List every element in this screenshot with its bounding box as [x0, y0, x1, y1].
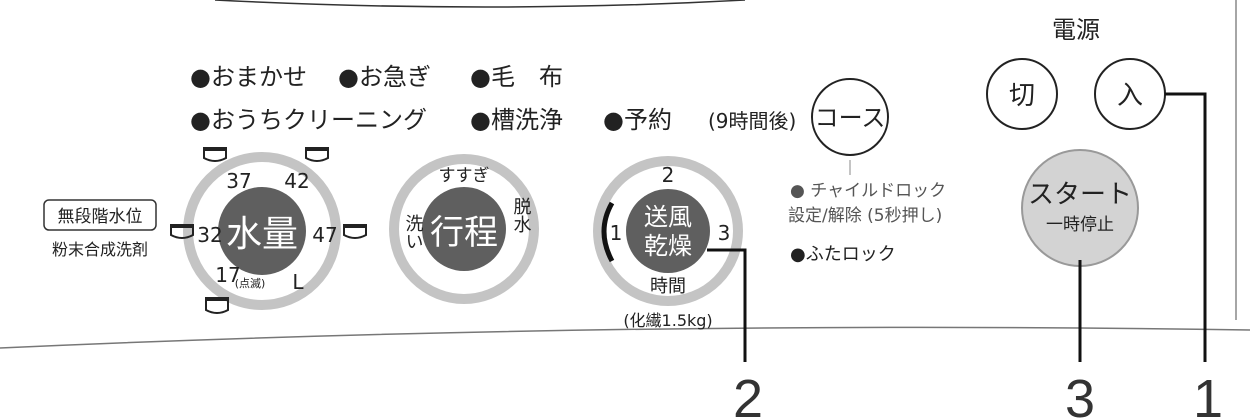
tub-icon — [343, 226, 367, 239]
dry-time-2: 2 — [662, 163, 675, 187]
power-off-label: 切 — [1009, 81, 1035, 111]
water-dial-label: 水量 — [226, 214, 298, 255]
tub-icon — [205, 297, 229, 300]
callout-number-1: 1 — [1193, 369, 1223, 420]
air-dry-dial[interactable]: 送風 乾燥 — [593, 156, 743, 306]
panel-top-edge — [214, 0, 746, 8]
dry-synthetic-note: (化繊1.5kg) — [623, 311, 712, 330]
power-off-button[interactable]: 切 — [986, 58, 1058, 130]
process-dial-center[interactable] — [422, 187, 506, 271]
lid-lock-label: ●ふたロック — [790, 244, 896, 265]
course-button-label: コース — [815, 104, 886, 132]
power-title: 電源 — [1052, 16, 1100, 44]
mode-ouchi-cleaning: ●おうちクリーニング — [190, 106, 427, 134]
dry-hours-label: 時間 — [650, 276, 686, 297]
water-level-17: 17 — [215, 263, 240, 287]
process-wash-label: 洗い — [403, 214, 424, 250]
mode-omakase: ●おまかせ — [190, 63, 307, 91]
tub-icon — [203, 149, 227, 162]
start-pause-button[interactable]: スタート 一時停止 — [1021, 149, 1139, 267]
callout-1-line — [1165, 92, 1207, 362]
callout-number-2: 2 — [733, 369, 763, 420]
stepless-water-tag: 無段階水位 — [58, 207, 143, 227]
water-level-dial[interactable]: 水量 — [183, 152, 341, 310]
dry-dial-ring — [593, 156, 743, 306]
process-dial-ring — [389, 154, 539, 304]
dry-dial-label-2: 乾燥 — [644, 232, 692, 260]
water-level-42: 42 — [284, 169, 309, 193]
tub-icon — [305, 147, 329, 150]
mode-tub-wash: ●槽洗浄 — [470, 106, 563, 134]
course-button[interactable]: コース — [811, 78, 889, 156]
water-level-37: 37 — [226, 169, 251, 193]
water-level-47: 47 — [312, 223, 337, 247]
water-level-l: L — [292, 270, 304, 294]
dry-range-bracket — [601, 201, 615, 263]
powder-detergent-label: 粉末合成洗剤 — [52, 240, 148, 259]
tub-icon — [205, 299, 229, 314]
tub-icon — [343, 224, 367, 227]
process-rinse-label: すすぎ — [439, 166, 490, 186]
process-dial-label: 行程 — [430, 213, 498, 253]
callout-2-line — [707, 248, 747, 362]
child-lock-instruction: 設定/解除 (5秒押し) — [788, 206, 942, 226]
pause-label: 一時停止 — [1046, 215, 1114, 235]
water-blink-note: (点滅) — [235, 277, 266, 290]
dry-time-3: 3 — [718, 221, 731, 245]
power-on-label: 入 — [1117, 81, 1143, 111]
dry-dial-label-1: 送風 — [644, 203, 692, 231]
tub-icon — [305, 149, 329, 162]
tub-icon — [203, 147, 227, 150]
mode-moufu: ●毛 布 — [470, 63, 563, 91]
water-dial-ring — [183, 152, 341, 310]
start-label: スタート — [1028, 180, 1132, 210]
mode-oisogi: ●お急ぎ — [338, 63, 431, 91]
child-lock-label: ● チャイルドロック — [790, 181, 946, 201]
mode-list: ●おまかせ ●お急ぎ ●毛 布 ●おうちクリーニング ●槽洗浄 ●予約 (9時間… — [190, 63, 796, 134]
power-on-button[interactable]: 入 — [1094, 58, 1166, 130]
tub-icon — [170, 224, 194, 227]
reservation-note: (9時間後) — [708, 109, 796, 133]
stepless-water-tag-box — [43, 199, 157, 231]
process-spin-label: 脱水 — [511, 197, 532, 233]
panel-bottom-edge — [0, 326, 1250, 349]
callout-number-3: 3 — [1065, 369, 1095, 420]
dry-time-1: 1 — [610, 221, 623, 245]
water-dial-center[interactable] — [218, 187, 306, 275]
water-level-32: 32 — [197, 223, 222, 247]
tub-icon — [170, 226, 194, 239]
process-dial[interactable]: 行程 — [389, 154, 539, 304]
mode-reservation: ●予約 — [603, 106, 672, 134]
dry-dial-center[interactable] — [626, 189, 710, 273]
